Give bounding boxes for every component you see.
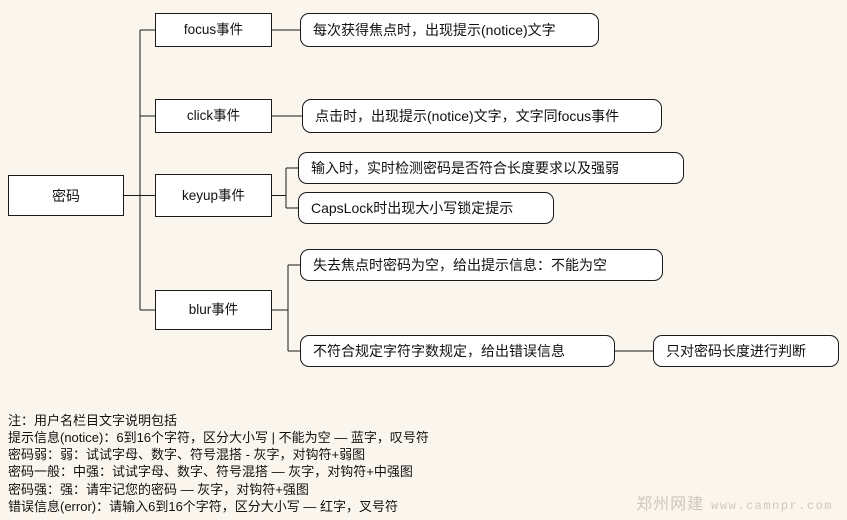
node-event-click[interactable]: click事件: [155, 99, 272, 133]
note-line-2: 密码弱：弱：试试字母、数字、符号混搭 - 灰字，对钩符+弱图: [8, 447, 366, 463]
node-desc-blur-empty[interactable]: 失去焦点时密码为空，给出提示信息：不能为空: [300, 249, 663, 281]
node-event-focus[interactable]: focus事件: [155, 13, 272, 47]
node-desc-blur-invalid-detail[interactable]: 只对密码长度进行判断: [653, 335, 839, 367]
node-desc-keyup-length-strength-label: 输入时，实时检测密码是否符合长度要求以及强弱: [311, 160, 619, 176]
node-event-keyup[interactable]: keyup事件: [155, 174, 272, 217]
node-event-blur-label: blur事件: [188, 302, 239, 318]
node-desc-keyup-capslock[interactable]: CapsLock时出现大小写锁定提示: [298, 192, 554, 224]
node-desc-blur-invalid[interactable]: 不符合规定字符字数规定，给出错误信息: [300, 335, 615, 367]
note-line-4: 密码强：强：请牢记您的密码 — 灰字，对钩符+强图: [8, 481, 309, 497]
notes-block: 注：用户名栏目文字说明包括 提示信息(notice)：6到16个字符，区分大小写…: [8, 412, 828, 515]
node-desc-click[interactable]: 点击时，出现提示(notice)文字，文字同focus事件: [302, 99, 662, 133]
node-desc-blur-invalid-detail-label: 只对密码长度进行判断: [666, 343, 806, 359]
note-line-1: 提示信息(notice)：6到16个字符，区分大小写 | 不能为空 — 蓝字，叹…: [8, 430, 429, 446]
node-desc-keyup-capslock-label: CapsLock时出现大小写锁定提示: [311, 200, 514, 216]
node-event-keyup-label: keyup事件: [181, 187, 246, 203]
node-desc-focus-label: 每次获得焦点时，出现提示(notice)文字: [313, 22, 556, 38]
node-root-password[interactable]: 密码: [8, 175, 124, 216]
node-event-focus-label: focus事件: [183, 22, 244, 38]
node-desc-focus[interactable]: 每次获得焦点时，出现提示(notice)文字: [300, 13, 599, 47]
node-root-password-label: 密码: [52, 187, 80, 204]
note-line-3: 密码一般：中强：试试字母、数字、符号混搭 — 灰字，对钩符+中强图: [8, 464, 413, 480]
node-desc-click-label: 点击时，出现提示(notice)文字，文字同focus事件: [315, 108, 620, 124]
watermark-site-name: 郑州网建: [636, 496, 705, 513]
flowchart: 密码 focus事件 click事件 keyup事件 blur事件 每次获得焦点…: [8, 13, 839, 367]
node-event-blur[interactable]: blur事件: [155, 290, 272, 330]
node-desc-blur-invalid-label: 不符合规定字符字数规定，给出错误信息: [313, 343, 565, 359]
note-line-0: 注：用户名栏目文字说明包括: [8, 413, 178, 428]
node-desc-keyup-length-strength[interactable]: 输入时，实时检测密码是否符合长度要求以及强弱: [298, 152, 684, 184]
node-desc-blur-empty-label: 失去焦点时密码为空，给出提示信息：不能为空: [313, 257, 607, 273]
note-line-5: 错误信息(error)：请输入6到16个字符，区分大小写 — 红字，叉号符: [8, 498, 399, 514]
watermark: 郑州网建 www.camnpr.com: [636, 490, 833, 514]
watermark-url: www.camnpr.com: [711, 499, 833, 513]
node-event-click-label: click事件: [186, 108, 241, 124]
